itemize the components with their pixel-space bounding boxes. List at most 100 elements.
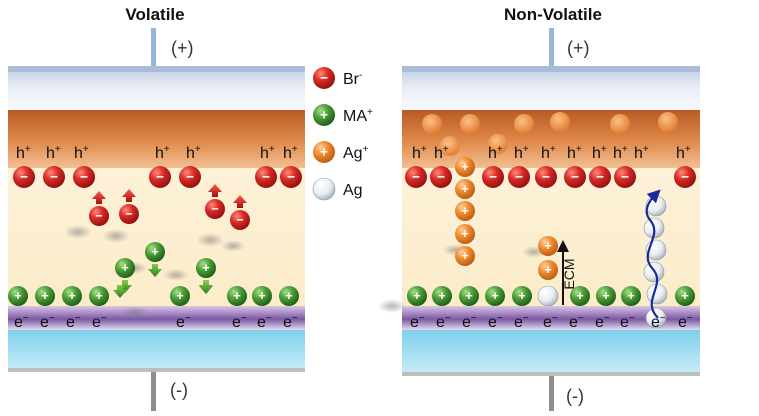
ma-ion-body (35, 286, 55, 306)
top-electrode-edge (8, 66, 305, 72)
ma-row: +++++++++ (407, 286, 695, 306)
ma-ion-sign: + (627, 289, 634, 303)
bromide-ion-sign: − (621, 170, 629, 185)
top-electrode-layer (402, 66, 700, 110)
substrate-layer (8, 330, 305, 370)
silver-ion: + (455, 157, 475, 177)
green-ion-plus-icon-body (313, 104, 335, 126)
ma-ion: + (62, 286, 82, 306)
filament-growth-arrow (645, 189, 661, 319)
silver-atom (645, 195, 667, 217)
ma-ion-body (459, 286, 479, 306)
positive-terminal-label: (+) (567, 38, 590, 58)
ma-ion-sign: + (258, 289, 265, 303)
ecm-label: ECM (561, 258, 577, 289)
silver-ion-sign: + (461, 160, 468, 174)
down-arrow-icon (148, 264, 162, 277)
silver-particle (460, 114, 480, 134)
ma-ion: + (227, 286, 247, 306)
bromide-ion-body (13, 166, 35, 188)
ma-ion-sign: + (602, 289, 609, 303)
ma-ion: + (512, 286, 532, 306)
migrating-bromide-ion-sign: − (125, 207, 132, 221)
bromide-ion: − (179, 166, 201, 188)
bromide-ion: − (149, 166, 171, 188)
silver-ion: + (455, 201, 475, 221)
top-electrode-layer (8, 66, 305, 110)
silver-ion-body (538, 236, 558, 256)
bromide-ion-body (674, 166, 696, 188)
silver-ion: + (538, 236, 558, 256)
silver-ion-sign: + (544, 263, 551, 277)
silver-particle (440, 136, 460, 156)
ma-ion-body (89, 286, 109, 306)
silver-ion: + (455, 179, 475, 199)
substrate-edge (402, 372, 700, 376)
bromide-ion-body (614, 166, 636, 188)
bromide-ion-sign: − (80, 170, 88, 185)
ma-ion: + (621, 286, 641, 306)
silver-particle (658, 112, 678, 132)
ma-ion-body (8, 286, 28, 306)
ma-ion-body (170, 286, 190, 306)
ma-ion-body (570, 286, 590, 306)
bromide-ion: − (405, 166, 427, 188)
migrating-ma-ion: + (115, 258, 135, 278)
migrating-bromide-ion-body (89, 206, 109, 226)
bromide-ion: − (535, 166, 557, 188)
orange-ion-plus-icon: + (313, 141, 335, 163)
silver-ion-body (538, 260, 558, 280)
bromide-ion-sign: − (489, 170, 497, 185)
legend-label-br: Br- (343, 70, 362, 88)
ma-ion-body (675, 286, 695, 306)
bromide-ion: − (43, 166, 65, 188)
bromide-ion: − (589, 166, 611, 188)
bottom-wire (549, 376, 554, 411)
ma-ion-body (227, 286, 247, 306)
ma-ion-sign: + (176, 289, 183, 303)
ma-ion: + (596, 286, 616, 306)
bromide-ion: − (674, 166, 696, 188)
bromide-ion-body (149, 166, 171, 188)
migrating-bromide-ion-body (205, 199, 225, 219)
top-electrode-edge (402, 66, 700, 72)
legend-label-ag: Ag (343, 182, 363, 199)
migrating-bromide-ion-body (230, 210, 250, 230)
migrating-ma-ion: + (145, 242, 165, 262)
ma-ion: + (35, 286, 55, 306)
silver-ion-sign: + (461, 249, 468, 263)
ma-ion-body (407, 286, 427, 306)
top-wire (151, 28, 156, 66)
bromide-row: −−−−−−−−− (405, 166, 696, 188)
migrating-bromide-ion-sign: − (95, 209, 102, 223)
ma-ion-sign: + (576, 289, 583, 303)
silver-atom (645, 307, 667, 329)
ma-ion-sign: + (68, 289, 75, 303)
silver-atom-body (645, 195, 667, 217)
migrating-ma-ion-body (115, 258, 135, 278)
bromide-ion-sign: − (437, 170, 445, 185)
ion-shadow (121, 306, 149, 318)
migrating-ions: −−−−+++ (89, 184, 250, 298)
bromide-ion-body (430, 166, 452, 188)
negative-terminal-label: (-) (170, 380, 188, 400)
volatile-title: Volatile (125, 5, 184, 24)
bromide-ion-body (482, 166, 504, 188)
ion-shadow (378, 299, 406, 313)
migrating-bromide-ion-sign: − (211, 202, 218, 216)
migrating-ma-ion-sign: + (202, 261, 209, 275)
bromide-ion: − (614, 166, 636, 188)
silver-atom (537, 285, 559, 307)
down-arrow-icon (199, 281, 213, 294)
ma-ion: + (170, 286, 190, 306)
up-arrow-icon (208, 184, 222, 197)
red-ion-minus-icon: − (313, 67, 335, 89)
ma-ion: + (252, 286, 272, 306)
legend-label-agp: Ag+ (343, 144, 369, 162)
bromide-ion-sign: − (50, 170, 58, 185)
ma-ion-body (512, 286, 532, 306)
ma-ion-sign: + (285, 289, 292, 303)
bromide-ion-body (43, 166, 65, 188)
